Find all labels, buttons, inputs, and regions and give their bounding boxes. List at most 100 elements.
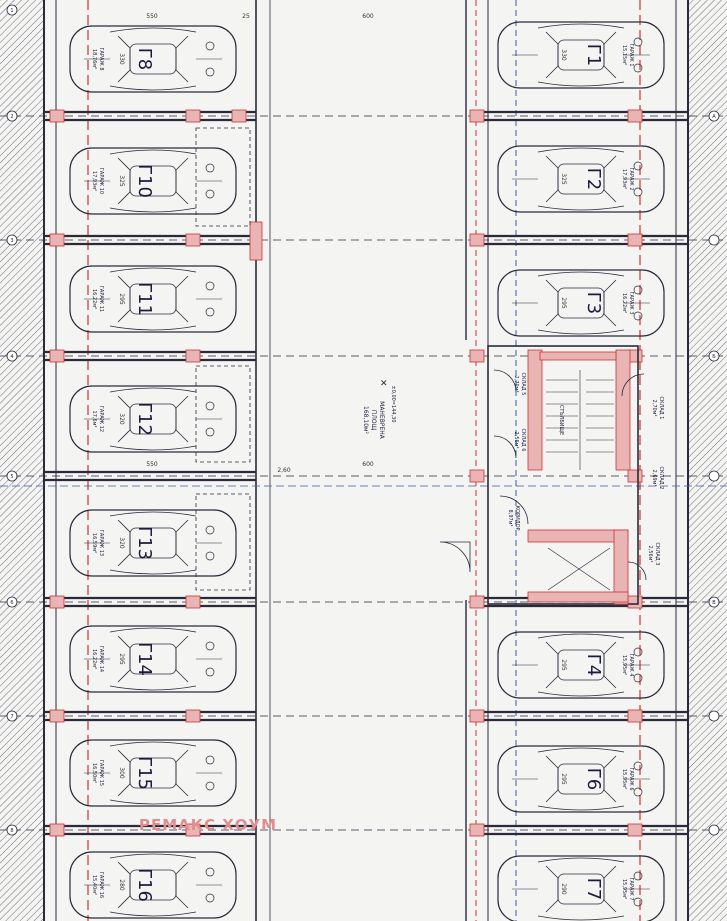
axis-markers bbox=[6, 4, 720, 836]
garage-area: 15,95м² bbox=[621, 769, 627, 789]
garage-area: 15,15м² bbox=[621, 45, 627, 65]
axis-label: 3 bbox=[10, 238, 13, 244]
corridor-label: КОРИДОР bbox=[514, 505, 520, 530]
garage-depth: 325 bbox=[560, 173, 567, 185]
storage-label: СКЛАД 5 bbox=[520, 373, 526, 396]
watermark-text: РЕМАКС ХОУМ bbox=[139, 816, 277, 834]
garage-label: ГАРАЖ 8 bbox=[98, 47, 104, 70]
garage-label: ГАРАЖ 13 bbox=[98, 530, 104, 556]
garage-id: Г13 bbox=[134, 526, 155, 560]
storage-area: 2,70м² bbox=[513, 376, 519, 393]
garage-area: 16,22м² bbox=[621, 293, 627, 313]
garage-depth: 295 bbox=[560, 659, 567, 671]
storage-area: 2,56м² bbox=[513, 432, 519, 449]
axis-label: 4 bbox=[10, 354, 13, 360]
garage-label: ГАРАЖ 6 bbox=[628, 767, 634, 790]
storage-label: СКЛАД 2 bbox=[658, 467, 664, 490]
garage-depth: 320 bbox=[118, 537, 125, 549]
maneuver-sub: ПЛОЩ bbox=[370, 410, 377, 431]
axis-label: 1 bbox=[10, 8, 13, 14]
garage-label: ГАРАЖ 14 bbox=[98, 646, 104, 672]
garage-label: ГАРАЖ 7 bbox=[628, 877, 634, 900]
garage-depth: 300 bbox=[118, 767, 125, 779]
garage-label: ГАРАЖ 15 bbox=[98, 760, 104, 786]
garage-area: 16,50м² bbox=[91, 763, 97, 783]
right-wall-hatch bbox=[688, 0, 727, 921]
garage-id: Г6 bbox=[583, 768, 604, 790]
corridor-area: 8,97м² bbox=[507, 510, 513, 527]
axis-label: А bbox=[712, 114, 716, 120]
garage-id: Г8 bbox=[134, 48, 155, 70]
garage-label: ГАРАЖ 3 bbox=[628, 291, 634, 314]
garage-area: 17,93м² bbox=[91, 171, 97, 191]
dim-top-mid: 600 bbox=[362, 13, 374, 20]
garage-area: 15,95м² bbox=[621, 879, 627, 899]
garage-depth: 295 bbox=[560, 297, 567, 309]
level-cross-icon: ✕ bbox=[380, 379, 388, 389]
garage-label: ГАРАЖ 10 bbox=[98, 168, 104, 194]
axis-label: 7 bbox=[10, 714, 13, 720]
axis-label: В bbox=[712, 600, 716, 606]
storage-area: 2,70м² bbox=[651, 400, 657, 417]
left-wall-hatch bbox=[0, 0, 44, 921]
garage-area: 16,22м² bbox=[91, 289, 97, 309]
garage-label: ГАРАЖ 11 bbox=[98, 286, 104, 312]
storages: СКЛАД 5 2,70м² СКЛАД 6 2,56м² СКЛАД 1 2,… bbox=[513, 373, 664, 566]
garage-label: ГАРАЖ 1 bbox=[628, 43, 634, 66]
garage-depth: 295 bbox=[118, 293, 125, 305]
dim-mid-mid: 600 bbox=[362, 461, 374, 468]
garage-id: Г10 bbox=[134, 164, 155, 198]
garages-left: Г8 ГАРАЖ 8 18,76м² 330 Г10 ГАРАЖ 10 17,9… bbox=[91, 47, 155, 901]
garage-id: Г12 bbox=[134, 402, 155, 436]
garage-area: 16,59м² bbox=[91, 533, 97, 553]
garage-id: Г16 bbox=[134, 868, 155, 902]
level-mark: ±0,00=144,30 bbox=[390, 385, 396, 422]
maneuver-area: МАНЕВРЕНА ПЛОЩ 168,10м² bbox=[362, 401, 385, 440]
garage-label: ГАРАЖ 4 bbox=[628, 653, 634, 676]
axis-label: 5 bbox=[10, 474, 13, 480]
garage-depth: 290 bbox=[560, 883, 567, 895]
garage-depth: 295 bbox=[118, 653, 125, 665]
garage-area: 15,95м² bbox=[621, 655, 627, 675]
storage-area: 2,56м² bbox=[647, 546, 653, 563]
dimensions: 550 600 550 600 2,60 25 bbox=[146, 13, 374, 474]
garage-label: ГАРАЖ 12 bbox=[98, 406, 104, 432]
garage-id: Г2 bbox=[583, 168, 604, 190]
dim-level: 2,60 bbox=[277, 467, 291, 474]
dim-col: 25 bbox=[242, 13, 250, 20]
garage-id: Г11 bbox=[134, 282, 155, 316]
garage-id: Г4 bbox=[583, 654, 604, 676]
garage-id: Г15 bbox=[134, 756, 155, 790]
maneuver-area-value: 168,10м² bbox=[362, 406, 369, 435]
garage-depth: 325 bbox=[118, 175, 125, 187]
garage-area: 17,6м² bbox=[91, 411, 97, 428]
garage-label: ГАРАЖ 16 bbox=[98, 872, 104, 898]
axis-label: 6 bbox=[10, 600, 13, 606]
garage-id: Г3 bbox=[583, 292, 604, 314]
dim-top-left: 550 bbox=[146, 13, 158, 20]
garage-id: Г7 bbox=[583, 878, 604, 900]
storage-area: 2,69м² bbox=[651, 470, 657, 487]
garage-label: ГАРАЖ 2 bbox=[628, 167, 634, 190]
garage-area: 18,76м² bbox=[91, 49, 97, 69]
garage-id: Г1 bbox=[583, 44, 604, 66]
garage-area: 16,22м² bbox=[91, 649, 97, 669]
storage-label: СКЛАД 6 bbox=[520, 429, 526, 452]
garage-depth: 320 bbox=[118, 413, 125, 425]
garage-depth: 295 bbox=[560, 773, 567, 785]
stair-label: СТЪЛБИЩЕ bbox=[558, 405, 564, 435]
garage-id: Г14 bbox=[134, 642, 155, 676]
axis-label: 8 bbox=[10, 828, 13, 834]
garage-area: 15,40м² bbox=[91, 875, 97, 895]
axis-labels: 1 2 3 4 5 6 7 8 А Б В bbox=[10, 8, 716, 834]
axis-label: 2 bbox=[10, 114, 13, 120]
storage-label: СКЛАД 1 bbox=[658, 397, 664, 420]
storage-label: СКЛАД 3 bbox=[654, 543, 660, 566]
garage-area: 17,93м² bbox=[621, 169, 627, 189]
garage-depth: 330 bbox=[560, 49, 567, 61]
garage-depth: 330 bbox=[118, 53, 125, 65]
dim-mid-left: 550 bbox=[146, 461, 158, 468]
garages-right: Г1 ГАРАЖ 1 15,15м² 330 Г2 ГАРАЖ 2 17,93м… bbox=[560, 43, 634, 900]
maneuver-title: МАНЕВРЕНА bbox=[378, 401, 385, 440]
